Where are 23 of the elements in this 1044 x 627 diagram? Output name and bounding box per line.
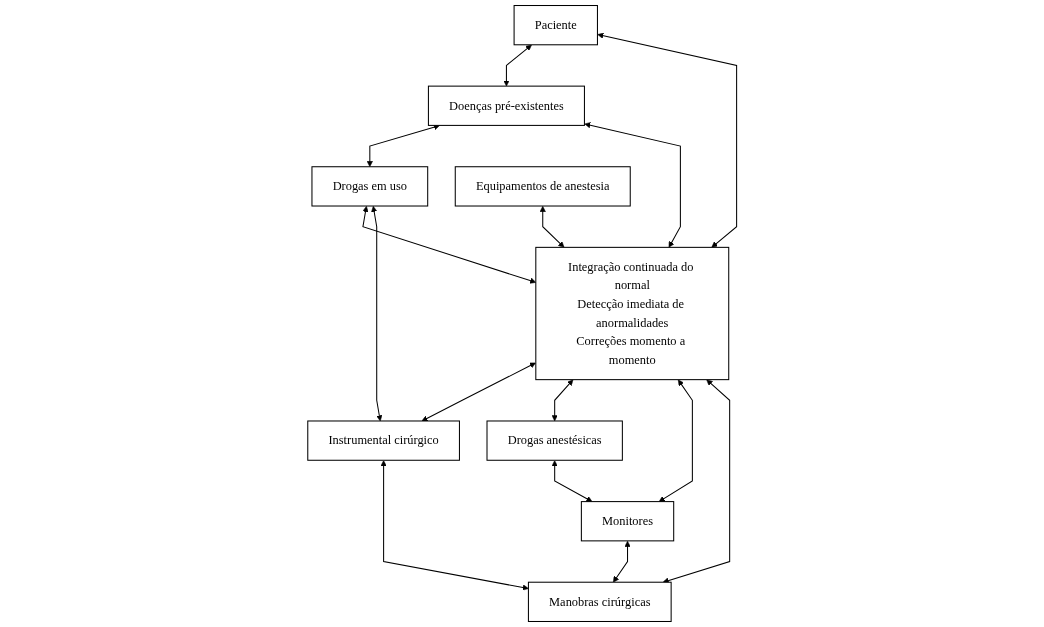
arrow bbox=[380, 460, 529, 591]
arrow bbox=[551, 379, 574, 422]
arrow bbox=[366, 124, 440, 167]
node-box: Drogas anestésicas bbox=[486, 420, 623, 461]
node-box: Integração continuada do normal Detecção imediata de anormalidades Correções momento a momento bbox=[535, 246, 730, 381]
arrow bbox=[370, 206, 383, 422]
arrow bbox=[551, 460, 593, 502]
arrow bbox=[421, 362, 536, 422]
node-box: Equipamentos de anestesia bbox=[454, 166, 631, 207]
arrow bbox=[584, 122, 681, 248]
arrow bbox=[362, 206, 536, 284]
node-box: Drogas em uso bbox=[311, 166, 428, 207]
arrow bbox=[612, 540, 631, 583]
arrow bbox=[597, 32, 737, 248]
node-box: Paciente bbox=[513, 5, 598, 46]
arrow bbox=[503, 44, 532, 87]
node-box: Doenças pré-existentes bbox=[427, 85, 585, 126]
arrow bbox=[658, 379, 693, 502]
arrow bbox=[662, 379, 730, 584]
node-box: Manobras cirúrgicas bbox=[527, 581, 672, 622]
node-box: Instrumental cirúrgico bbox=[307, 420, 460, 461]
node-box: Monitores bbox=[580, 501, 674, 542]
arrow bbox=[539, 206, 565, 248]
